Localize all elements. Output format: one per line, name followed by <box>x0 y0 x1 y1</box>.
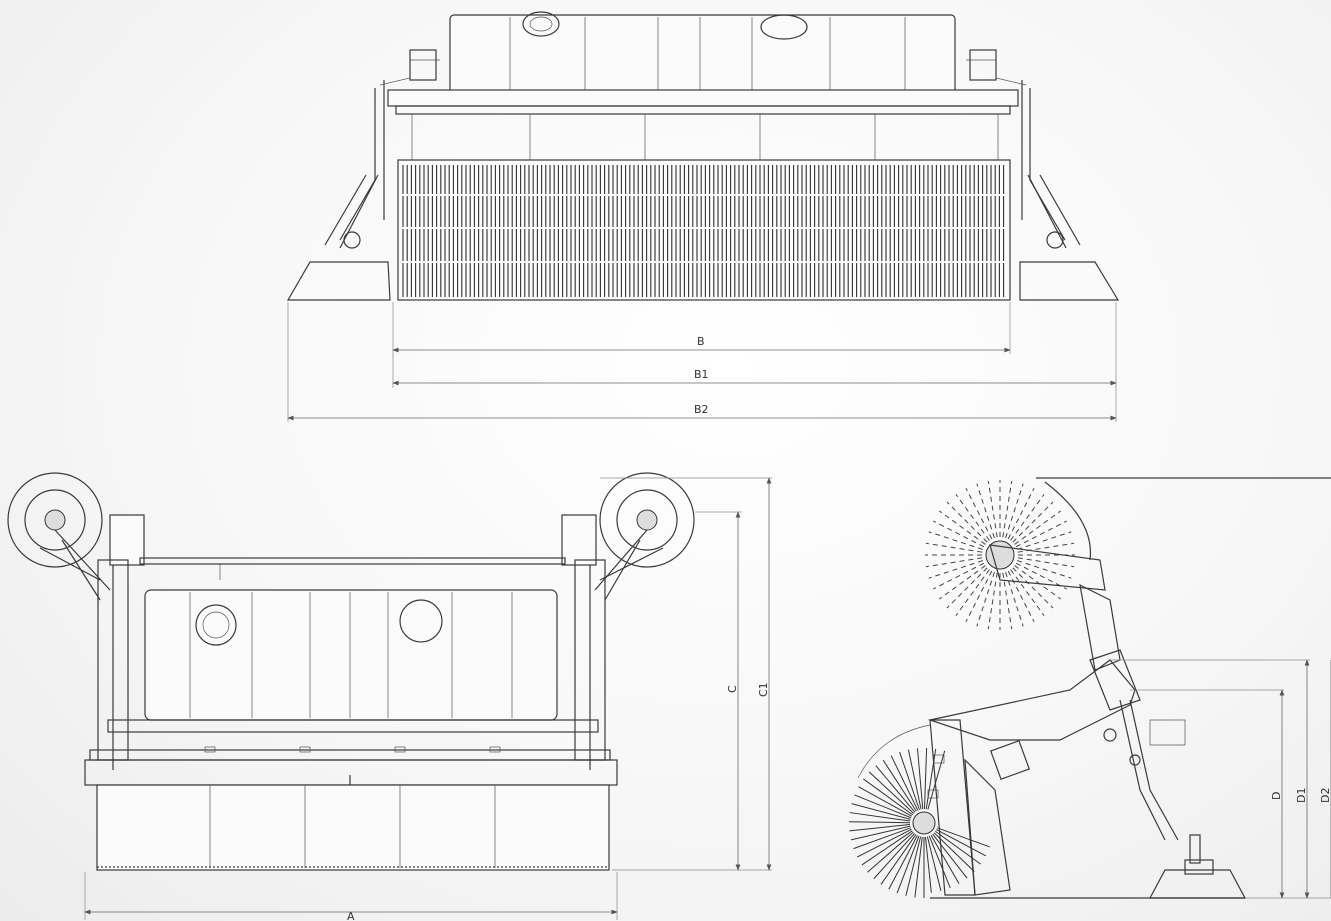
dim-label-D: D <box>1270 792 1283 800</box>
tank-cap-front <box>195 604 237 646</box>
dim-label-A: A <box>347 910 355 921</box>
dim-label-D2: D2 <box>1319 788 1331 803</box>
side-broom-right <box>1019 261 1120 301</box>
dim-label-B2: B2 <box>694 403 709 416</box>
dim-label-C: C <box>726 685 739 693</box>
dim-label-D1: D1 <box>1295 788 1308 803</box>
side-broom-disc-right <box>599 472 695 568</box>
tank-cap-top <box>522 11 560 37</box>
dim-label-B1: B1 <box>694 368 709 381</box>
front-view: A C C1 <box>7 472 772 921</box>
top-view: B B1 B2 <box>286 11 1120 422</box>
side-view: D D1 D2 <box>849 477 1331 899</box>
dim-label-B: B <box>697 335 705 348</box>
side-broom-left <box>286 261 391 301</box>
side-broom-disc-left <box>7 472 103 568</box>
dim-label-C1: C1 <box>757 682 770 697</box>
tank-hatch-front <box>399 599 443 643</box>
tank-hatch-top <box>760 14 808 40</box>
